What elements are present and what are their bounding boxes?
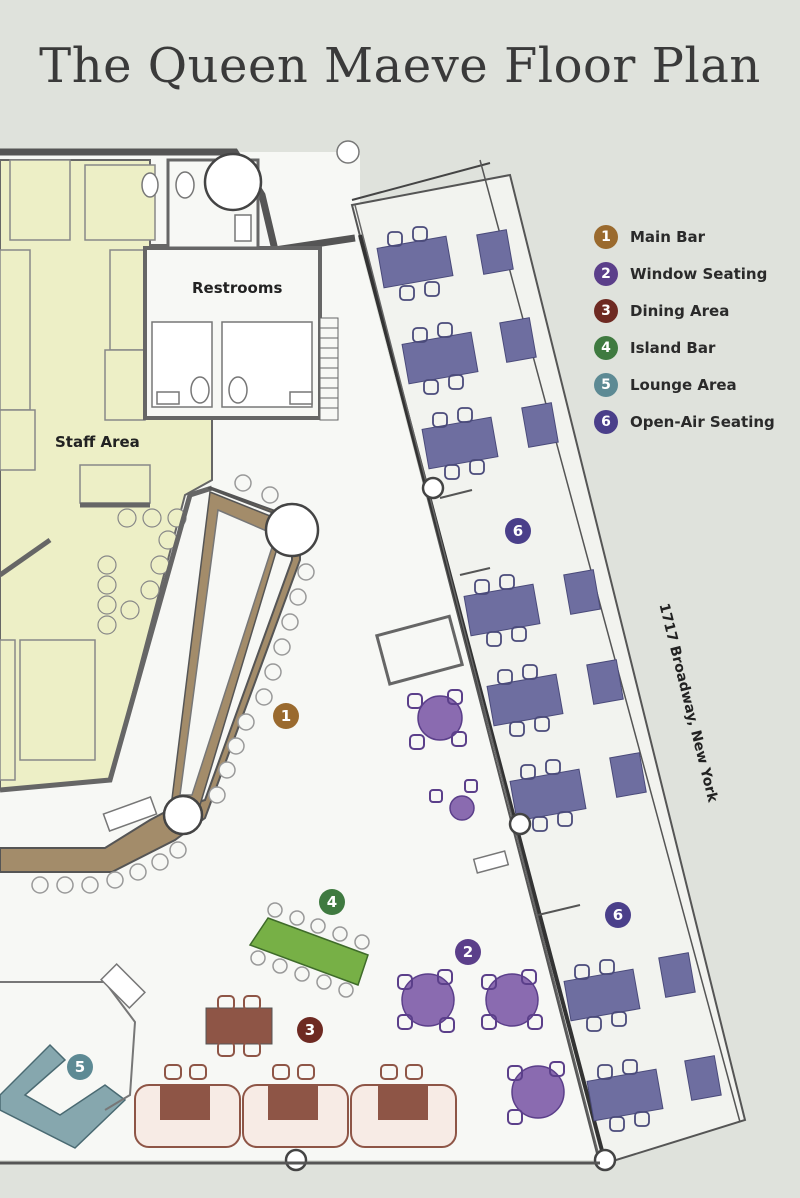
legend-badge: 5 [594, 372, 618, 397]
legend-badge: 2 [594, 261, 618, 286]
legend-item-main-bar: 1 Main Bar [594, 218, 775, 255]
restrooms-label: Restrooms [192, 279, 283, 297]
legend-label: Island Bar [630, 338, 716, 357]
window-table-5 [511, 1065, 565, 1119]
legend-label: Open-Air Seating [630, 412, 775, 431]
open-air-patio [350, 173, 747, 1167]
legend-item-open-air-seating: 6 Open-Air Seating [594, 403, 775, 440]
page-title: The Queen Maeve Floor Plan [39, 38, 761, 94]
column [162, 794, 204, 836]
island-bar-counter [248, 917, 369, 986]
main-bar-badge: 1 [273, 703, 299, 729]
open-air-badge: 6 [505, 518, 531, 544]
storefront-wall [358, 234, 607, 1163]
legend-item-dining-area: 3 Dining Area [594, 292, 775, 329]
window-seating-badge: 2 [455, 939, 481, 965]
column [421, 476, 445, 500]
legend-badge: 4 [594, 335, 618, 360]
legend-label: Main Bar [630, 227, 706, 246]
column [264, 502, 320, 558]
window-table-3 [401, 973, 455, 1027]
window-table-4 [485, 973, 539, 1027]
column [508, 812, 532, 836]
legend-badge: 6 [594, 409, 618, 434]
dining-table-1 [205, 1007, 273, 1045]
open-air-badge: 6 [605, 902, 631, 928]
legend-label: Lounge Area [630, 375, 737, 394]
legend-item-window-seating: 2 Window Seating [594, 255, 775, 292]
legend-badge: 3 [594, 298, 618, 323]
legend: 1 Main Bar 2 Window Seating 3 Dining Are… [594, 218, 775, 440]
legend-badge: 1 [594, 224, 618, 249]
lounge-sofa [0, 1043, 127, 1149]
staff-area-label: Staff Area [55, 433, 140, 451]
column [284, 1148, 308, 1172]
legend-label: Window Seating [630, 264, 768, 283]
window-table-2 [449, 795, 475, 821]
island-bar-badge: 4 [319, 889, 345, 915]
column [203, 152, 263, 212]
window-table-1 [417, 695, 463, 741]
lounge-area-badge: 5 [67, 1054, 93, 1080]
column [593, 1148, 617, 1172]
dining-area-badge: 3 [297, 1017, 323, 1043]
legend-item-island-bar: 4 Island Bar [594, 329, 775, 366]
legend-item-lounge-area: 5 Lounge Area [594, 366, 775, 403]
legend-label: Dining Area [630, 301, 730, 320]
